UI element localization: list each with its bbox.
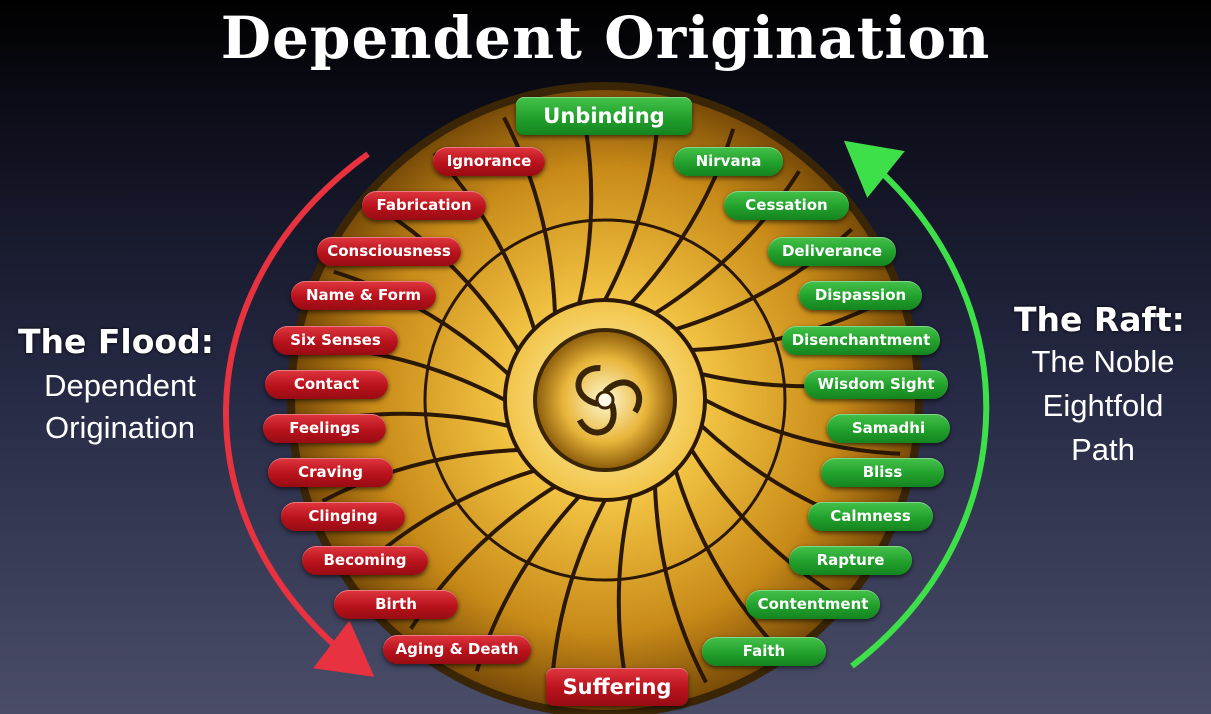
flood-item-consciousness: Consciousness: [317, 237, 461, 266]
raft-item-bliss: Bliss: [821, 458, 944, 487]
flood-caption-line-1: Dependent: [44, 368, 196, 403]
wheel-spoke: [502, 116, 557, 314]
raft-item-faith: Faith: [702, 637, 826, 666]
wheel-spoke: [333, 269, 510, 376]
unbinding-label: Unbinding: [516, 97, 692, 135]
raft-caption-line-1: The Noble: [1031, 344, 1175, 379]
raft-item-wisdom-sight: Wisdom Sight: [804, 370, 948, 399]
flood-item-six-senses: Six Senses: [273, 326, 398, 355]
diagram-title: Dependent Origination: [220, 4, 991, 72]
flood-arrow: [223, 151, 375, 677]
flood-item-craving: Craving: [268, 458, 393, 487]
wheel-spoke: [653, 486, 708, 684]
raft-arrow: [843, 140, 990, 669]
raft-heading: The Raft:: [1014, 300, 1185, 339]
raft-item-contentment: Contentment: [746, 590, 880, 619]
suffering-label: Suffering: [546, 668, 688, 706]
raft-item-disenchantment: Disenchantment: [782, 326, 940, 355]
raft-item-dispassion: Dispassion: [799, 281, 922, 310]
raft-item-samadhi: Samadhi: [827, 414, 950, 443]
flood-item-name-and-form: Name & Form: [291, 281, 436, 310]
raft-item-cessation: Cessation: [724, 191, 849, 220]
flood-heading: The Flood:: [18, 322, 214, 361]
flood-item-feelings: Feelings: [263, 414, 386, 443]
raft-item-nirvana: Nirvana: [674, 147, 783, 176]
flood-item-ignorance: Ignorance: [433, 147, 545, 176]
flood-item-becoming: Becoming: [302, 546, 428, 575]
triskelion-icon: [575, 365, 643, 436]
flood-caption-line-2: Origination: [45, 410, 195, 445]
raft-caption-line-3: Path: [1071, 432, 1135, 467]
wheel-spoke: [321, 448, 519, 503]
wheel-spoke: [704, 398, 901, 456]
raft-item-rapture: Rapture: [789, 546, 912, 575]
flood-item-contact: Contact: [265, 370, 388, 399]
flood-item-clinging: Clinging: [281, 502, 405, 531]
flood-item-birth: Birth: [334, 590, 458, 619]
wheel-inner-ring: [423, 218, 787, 582]
raft-item-calmness: Calmness: [808, 502, 933, 531]
raft-caption-line-2: Eightfold: [1042, 388, 1164, 423]
raft-item-deliverance: Deliverance: [768, 237, 896, 266]
flood-item-aging-and-death: Aging & Death: [383, 635, 531, 664]
wheel-spoke: [673, 470, 778, 649]
flood-item-fabrication: Fabrication: [362, 191, 486, 220]
wheel-spoke: [689, 448, 835, 596]
